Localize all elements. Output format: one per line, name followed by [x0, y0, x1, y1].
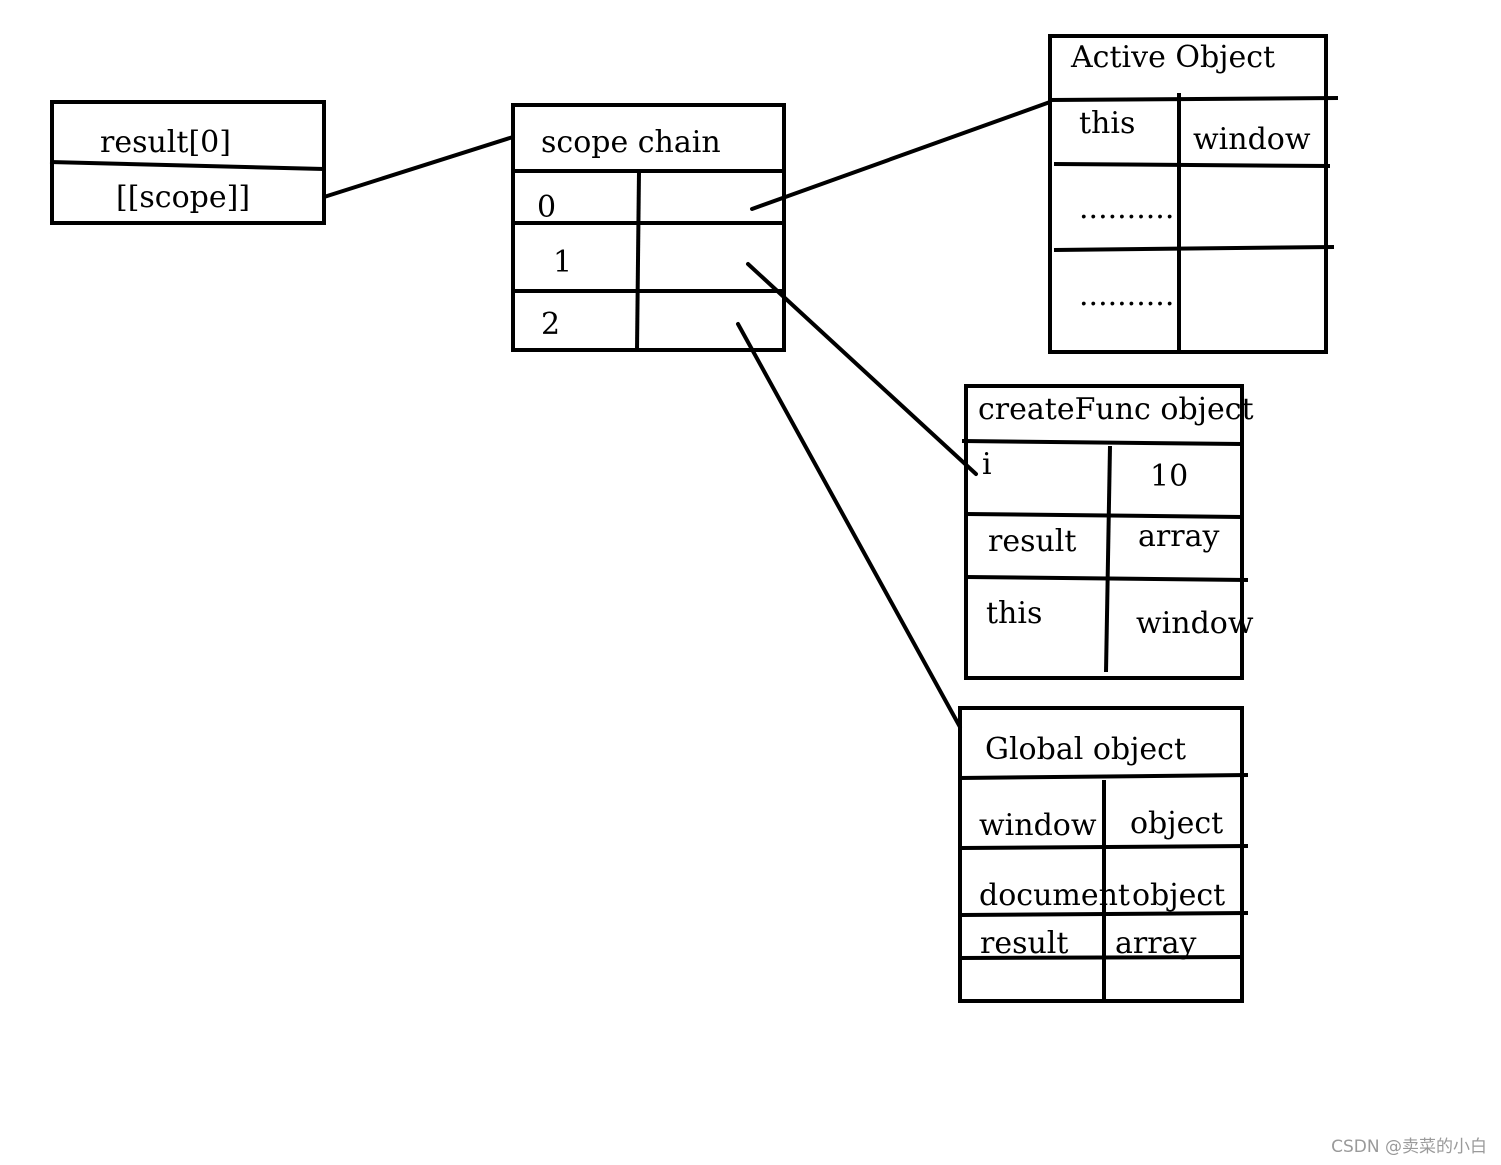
result-box-title: result[0] — [100, 125, 231, 160]
createfunc-key: this — [986, 596, 1042, 631]
createfunc-value: window — [1136, 606, 1254, 641]
watermark: CSDN @卖菜的小白 — [1331, 1137, 1487, 1157]
active-object-border — [1048, 34, 1328, 354]
scope-chain-index: 2 — [541, 307, 560, 342]
createfunc-value: array — [1138, 519, 1219, 554]
active-object-title: Active Object — [1070, 40, 1275, 75]
active-object-header-divider — [1049, 96, 1339, 102]
active-object-key: .......... — [1079, 278, 1174, 313]
createfunc-key: i — [982, 447, 992, 482]
global-object-key: document — [979, 878, 1130, 913]
active-object-row-divider — [1053, 245, 1335, 252]
scope-chain-title: scope chain — [541, 125, 721, 160]
createfunc-object-box: createFunc object i 10 result array this… — [961, 384, 1254, 680]
scope-chain-column-divider — [635, 170, 641, 351]
global-object-key: window — [979, 808, 1097, 843]
global-object-value: object — [1130, 806, 1223, 841]
scope-chain-box: scope chain 0 1 2 — [511, 103, 786, 352]
active-object-key: this — [1079, 106, 1135, 141]
createfunc-column-divider — [1104, 445, 1112, 673]
scope-chain-index: 0 — [537, 190, 556, 225]
global-row-divider — [959, 955, 1243, 960]
global-object-value: object — [1132, 878, 1225, 913]
createfunc-key: result — [988, 524, 1076, 559]
connector-result-to-scope-chain — [322, 135, 515, 199]
global-object-value: array — [1115, 926, 1196, 961]
active-object-box: Active Object this window .......... ...… — [1048, 34, 1339, 354]
createfunc-row-divider — [965, 512, 1243, 519]
active-object-key: .......... — [1079, 191, 1174, 226]
connector-scope1-to-createfunc-object — [746, 262, 978, 476]
createfunc-header-divider — [961, 439, 1243, 446]
global-header-divider — [959, 773, 1249, 780]
createfunc-title: createFunc object — [978, 392, 1254, 427]
result-box: result[0] [[scope]] — [49, 100, 326, 225]
createfunc-value: 10 — [1150, 459, 1188, 494]
scope-chain-index: 1 — [553, 245, 572, 280]
global-object-box: Global object window object document obj… — [958, 706, 1249, 1003]
createfunc-object-border — [964, 384, 1244, 680]
global-object-border — [958, 706, 1244, 1003]
active-object-value: window — [1193, 122, 1311, 157]
scope-chain-border — [511, 103, 786, 352]
global-object-title: Global object — [985, 732, 1186, 767]
result-box-divider — [49, 160, 325, 171]
result-box-scope-field: [[scope]] — [116, 180, 250, 215]
connector-scope2-to-global-object — [736, 322, 962, 729]
global-object-key: result — [980, 926, 1068, 961]
connector-scope0-to-active-object — [750, 100, 1052, 211]
active-object-row-divider — [1053, 162, 1331, 168]
